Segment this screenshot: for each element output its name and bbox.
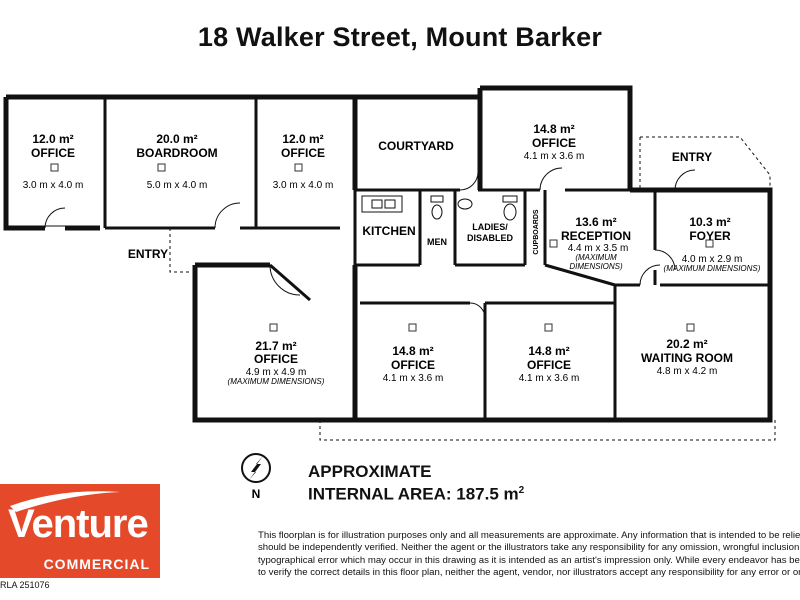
room-dimensions: 4.9 m x 4.9 m — [246, 367, 307, 378]
room-ladies-disabled: LADIES/ DISABLED — [467, 222, 514, 243]
room-note: (MAXIMUM DIMENSIONS) — [228, 377, 325, 386]
room-area: 14.8 m² — [392, 344, 433, 358]
room-note-line1: (MAXIMUM — [575, 253, 617, 262]
room-name: OFFICE — [527, 358, 571, 372]
room-courtyard: COURTYARD — [378, 139, 454, 153]
room-area: 20.2 m² — [666, 337, 707, 351]
room-note: (MAXIMUM DIMENSIONS) — [664, 264, 761, 273]
room-office-nw: 12.0 m² OFFICE 3.0 m x 4.0 m — [23, 132, 84, 191]
room-area: 21.7 m² — [255, 339, 296, 353]
room-area: 12.0 m² — [32, 132, 73, 146]
room-name: OFFICE — [391, 358, 435, 372]
room-dimensions: 3.0 m x 4.0 m — [273, 180, 334, 191]
room-foyer: 10.3 m² FOYER 4.0 m x 2.9 m (MAXIMUM DIM… — [664, 215, 761, 273]
room-reception: 13.6 m² RECEPTION 4.4 m x 3.5 m (MAXIMUM… — [561, 215, 631, 271]
room-dimensions: 4.0 m x 2.9 m — [682, 254, 743, 265]
room-name: OFFICE — [532, 136, 576, 150]
disclaimer-line: to verify the correct details in this fl… — [258, 567, 800, 579]
room-name: BOARDROOM — [136, 146, 217, 160]
area-value: INTERNAL AREA: 187.5 m2 — [308, 484, 525, 504]
disclaimer-line: should be independently verified. Neithe… — [258, 542, 800, 554]
room-area: 14.8 m² — [533, 122, 574, 136]
disclaimer-line: This floorplan is for illustration purpo… — [258, 530, 800, 541]
room-office-n3: 14.8 m² OFFICE 4.1 m x 3.6 m — [524, 122, 585, 162]
approximate-area: APPROXIMATE INTERNAL AREA: 187.5 m2 — [308, 462, 524, 504]
room-dimensions: 4.1 m x 3.6 m — [524, 151, 585, 162]
venture-commercial-logo: Venture COMMERCIAL — [0, 484, 160, 578]
room-area: 14.8 m² — [528, 344, 569, 358]
room-area: 12.0 m² — [282, 132, 323, 146]
room-men: MEN — [427, 237, 447, 247]
room-dimensions: 3.0 m x 4.0 m — [23, 180, 84, 191]
room-dimensions: 4.1 m x 3.6 m — [519, 373, 580, 384]
entry-east-label: ENTRY — [672, 150, 712, 164]
room-area: 20.0 m² — [156, 132, 197, 146]
room-cupboards: CUPBOARDS — [533, 209, 540, 254]
room-office-s2: 14.8 m² OFFICE 4.1 m x 3.6 m — [383, 344, 444, 384]
room-name: OFFICE — [31, 146, 75, 160]
room-note-line2: DIMENSIONS) — [569, 262, 623, 271]
room-kitchen: KITCHEN — [362, 224, 415, 238]
logo-sub: COMMERCIAL — [43, 556, 150, 572]
room-name-line1: LADIES/ — [472, 222, 508, 232]
logo-brand: Venture — [8, 502, 149, 546]
plan-title: 18 Walker Street, Mount Barker — [197, 22, 603, 52]
room-office-n2: 12.0 m² OFFICE 3.0 m x 4.0 m — [273, 132, 334, 191]
room-area: 10.3 m² — [689, 215, 730, 229]
room-dimensions: 5.0 m x 4.0 m — [147, 180, 208, 191]
disclaimer-line: typographical error which may occur in t… — [258, 554, 800, 566]
room-dimensions: 4.1 m x 3.6 m — [383, 373, 444, 384]
room-waiting-room: 20.2 m² WAITING ROOM 4.8 m x 4.2 m — [641, 337, 733, 377]
rla-number: RLA 251076 — [0, 580, 50, 590]
room-name: FOYER — [689, 229, 731, 243]
north-arrow-icon: N — [241, 453, 271, 501]
room-name: OFFICE — [281, 146, 325, 160]
disclaimer: This floorplan is for illustration purpo… — [258, 530, 800, 580]
room-office-sw: 21.7 m² OFFICE 4.9 m x 4.9 m (MAXIMUM DI… — [228, 339, 325, 386]
room-name: OFFICE — [254, 352, 298, 366]
room-dimensions: 4.4 m x 3.5 m — [568, 243, 629, 254]
room-name-line2: DISABLED — [467, 233, 514, 243]
room-name: RECEPTION — [561, 229, 631, 243]
room-office-s3: 14.8 m² OFFICE 4.1 m x 3.6 m — [519, 344, 580, 384]
room-boardroom: 20.0 m² BOARDROOM 5.0 m x 4.0 m — [136, 132, 217, 191]
room-area: 13.6 m² — [575, 215, 616, 229]
area-heading: APPROXIMATE — [308, 462, 432, 481]
room-name: WAITING ROOM — [641, 351, 733, 365]
north-label: N — [252, 487, 261, 501]
room-dimensions: 4.8 m x 4.2 m — [657, 366, 718, 377]
entry-west-label: ENTRY — [128, 247, 168, 261]
